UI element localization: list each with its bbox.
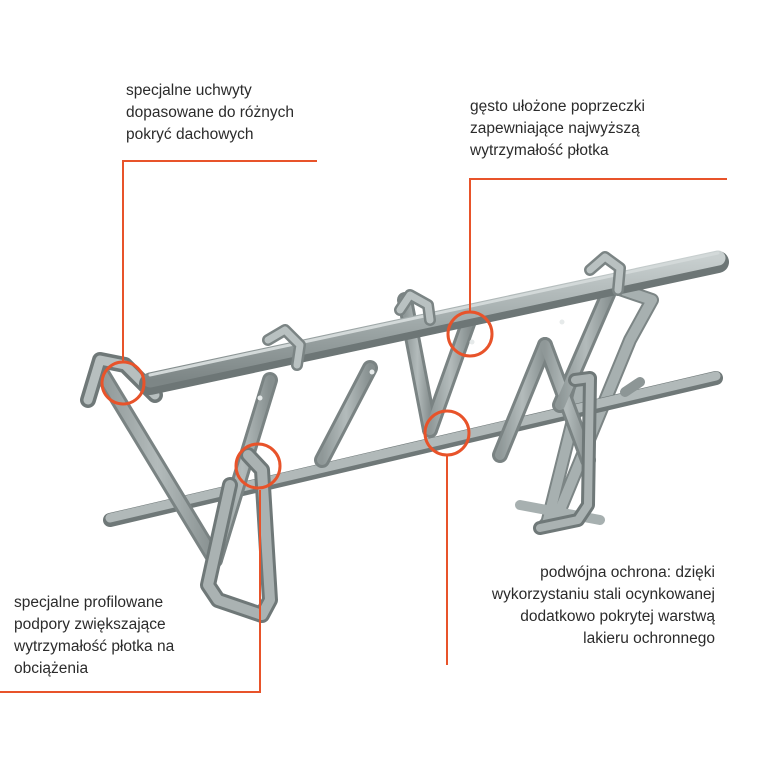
rivets xyxy=(257,319,565,401)
highlight-circle-coating xyxy=(423,409,471,457)
callout-special-brackets: specjalne uchwyty dopasowane do różnych … xyxy=(126,82,295,143)
highlight-circle-rung xyxy=(446,310,494,358)
highlight-circle-hook xyxy=(100,360,146,406)
steel-frame xyxy=(80,250,729,623)
leader-lines xyxy=(0,160,727,693)
callout-profiled-supports: specjalne profilowane podpory zwiększają… xyxy=(14,594,175,677)
highlight-circles xyxy=(100,310,494,490)
callout-dense-rungs: gęsto ułożone poprzeczki zapewniające na… xyxy=(470,98,645,159)
callout-double-protection: podwójna ochrona: dzięki wykorzystaniu s… xyxy=(491,564,715,647)
highlight-circle-support xyxy=(234,442,282,490)
